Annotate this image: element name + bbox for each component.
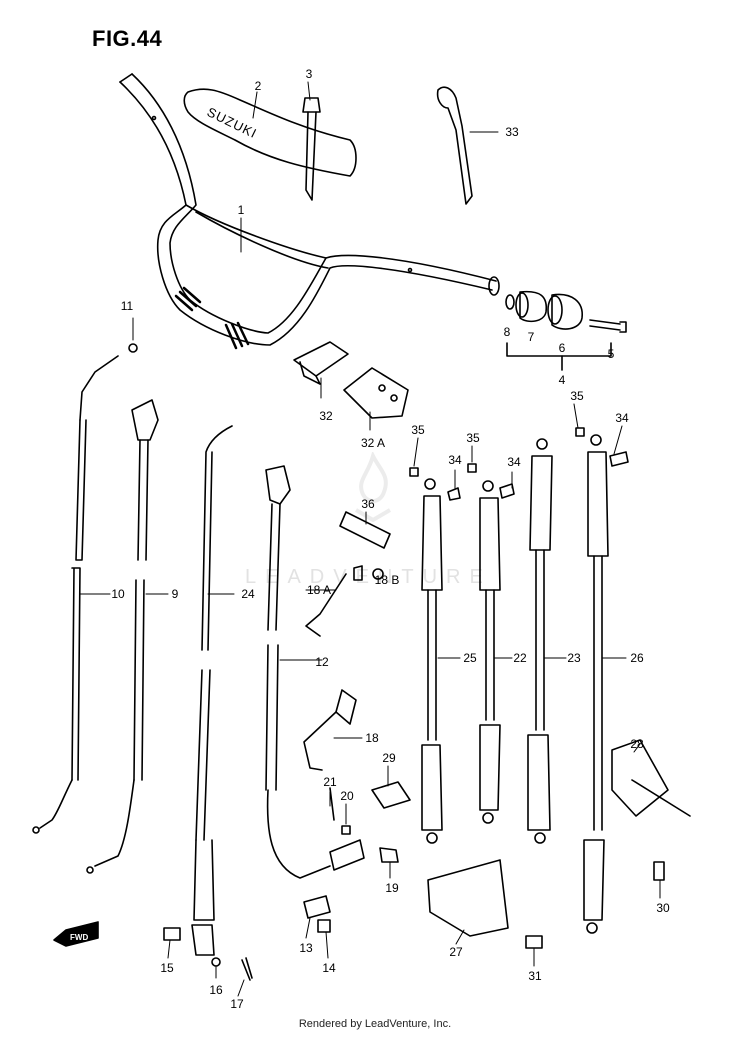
callout-33: 33 <box>505 125 519 139</box>
callout-6: 6 <box>559 341 566 355</box>
bolt-3 <box>302 97 321 201</box>
bracket-32 <box>293 341 349 385</box>
callout-24: 24 <box>241 587 255 601</box>
cable-24 <box>191 425 233 956</box>
callout-13: 13 <box>299 941 313 955</box>
callout-4: 4 <box>559 373 566 387</box>
leader-lines <box>79 81 661 997</box>
handlebar-pad-brand: SUZUKI <box>205 104 260 141</box>
callout-32a: 32 A <box>361 436 385 450</box>
callout-34a: 34 <box>448 453 462 467</box>
callout-34b: 34 <box>507 455 521 469</box>
callout-27: 27 <box>449 945 463 959</box>
callout-35c: 35 <box>570 389 584 403</box>
callout-32: 32 <box>319 409 333 423</box>
callout-26: 26 <box>630 651 644 665</box>
grip-parts <box>505 290 627 371</box>
handlebar-pad <box>183 88 357 177</box>
cable-22 <box>479 480 501 824</box>
watermark-text: LEADVENTURE <box>245 566 492 588</box>
leadventure-logo-watermark <box>354 452 392 522</box>
callout-5: 5 <box>608 347 615 361</box>
callout-30: 30 <box>656 901 670 915</box>
cable-10 <box>32 355 119 834</box>
callout-28: 28 <box>630 737 644 751</box>
footer-credit: Rendered by LeadVenture, Inc. <box>298 1018 452 1030</box>
callout-18a: 18 A <box>307 583 331 597</box>
callout-34c: 34 <box>615 411 629 425</box>
bracket-32a <box>343 367 409 419</box>
callout-36: 36 <box>361 497 375 511</box>
callout-23: 23 <box>567 651 581 665</box>
cable-26 <box>583 434 609 934</box>
callout-31: 31 <box>528 969 542 983</box>
callout-22: 22 <box>513 651 527 665</box>
fwd-label: FWD <box>70 933 88 942</box>
callout-35a: 35 <box>411 423 425 437</box>
callout-12: 12 <box>315 655 329 669</box>
handlebar <box>119 73 500 350</box>
callout-8: 8 <box>504 325 511 339</box>
callout-14: 14 <box>322 961 336 975</box>
callout-19: 19 <box>385 881 399 895</box>
callout-10: 10 <box>111 587 125 601</box>
figure-title: FIG.44 <box>92 26 163 51</box>
callout-2: 2 <box>255 79 262 93</box>
callout-17: 17 <box>230 997 244 1011</box>
callout-1: 1 <box>238 203 245 217</box>
callout-18b: 18 B <box>375 573 400 587</box>
tool-33 <box>436 86 473 205</box>
cable-9 <box>86 399 159 874</box>
callout-20: 20 <box>340 789 354 803</box>
callout-29: 29 <box>382 751 396 765</box>
cable-23 <box>527 438 553 844</box>
cable-12 <box>265 465 365 879</box>
small-hardware <box>128 343 691 981</box>
cable-25 <box>421 478 443 844</box>
callout-3: 3 <box>306 67 313 81</box>
callout-16: 16 <box>209 983 223 997</box>
callout-7: 7 <box>528 330 535 344</box>
callout-11: 11 <box>121 299 134 313</box>
callout-18: 18 <box>365 731 379 745</box>
callout-21: 21 <box>323 775 337 789</box>
callout-25: 25 <box>463 651 477 665</box>
callout-15: 15 <box>160 961 174 975</box>
callout-35b: 35 <box>466 431 480 445</box>
callout-9: 9 <box>172 587 179 601</box>
fwd-arrow-icon <box>53 921 99 947</box>
